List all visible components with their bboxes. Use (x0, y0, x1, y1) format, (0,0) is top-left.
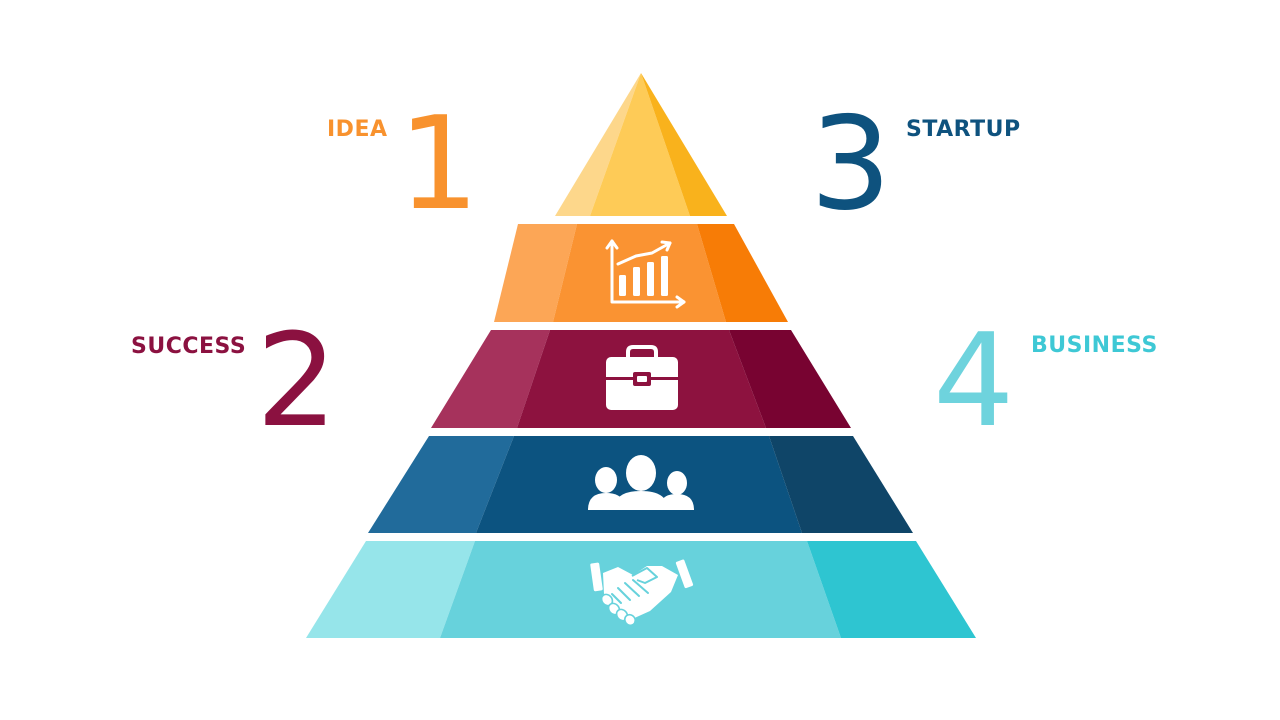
level-5-left-face (306, 541, 475, 638)
level-3-left-face (431, 330, 550, 428)
idea-number: 1 (398, 90, 480, 239)
pyramid-level-3 (431, 330, 851, 428)
level-4-left-face (368, 436, 514, 533)
level-2-left-face (494, 224, 577, 322)
pyramid-level-1 (555, 73, 727, 216)
pyramid-level-2 (494, 224, 788, 322)
startup-number: 3 (810, 90, 892, 239)
bar-chart-icon (605, 239, 686, 309)
startup-label: STARTUP (906, 117, 1021, 142)
business-label: BUSINESS (1031, 333, 1158, 358)
level-1-left-face (555, 73, 641, 216)
pyramid-level-4 (368, 436, 913, 533)
briefcase-icon (606, 345, 678, 410)
business-number: 4 (933, 307, 1015, 456)
people-icon (588, 455, 694, 510)
success-label: SUCCESS (131, 334, 247, 359)
level-3-right-face (729, 330, 851, 428)
success-number: 2 (256, 307, 338, 456)
level-1-front-face (590, 73, 690, 216)
handshake-icon (590, 559, 694, 627)
level-1-right-face (641, 73, 727, 216)
level-5-right-face (807, 541, 976, 638)
idea-label: IDEA (327, 117, 388, 142)
pyramid-level-5 (306, 541, 976, 638)
level-2-right-face (697, 224, 788, 322)
level-4-right-face (769, 436, 913, 533)
